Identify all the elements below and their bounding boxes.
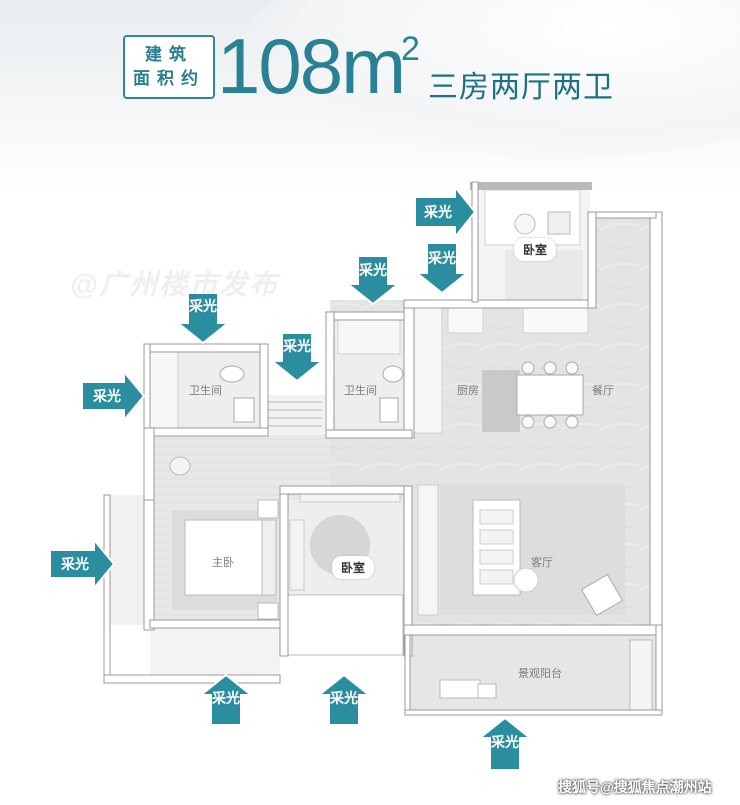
arrow-down-2	[414, 242, 470, 295]
dining-table	[516, 361, 584, 429]
watermark-top: @广州楼市发布	[70, 269, 280, 300]
daylight-label-4: 采光	[283, 338, 311, 354]
bathroom-mid	[335, 315, 405, 435]
daylight-label-7: 采光	[61, 556, 89, 572]
bedroom-mid	[287, 489, 404, 656]
daylight-label-2: 采光	[428, 250, 456, 266]
layout-name: 三房两厅两卫	[428, 71, 614, 104]
daylight-label-10: 采光	[491, 734, 519, 750]
arrow-up-2	[316, 673, 372, 726]
arrow-up-1	[198, 673, 254, 726]
room-label-bathroom-left: 卫生间	[189, 385, 222, 397]
watermark-bottom: 搜狐号@搜狐焦点潮州站	[558, 779, 712, 795]
daylight-label-5: 采光	[424, 204, 452, 220]
bathroom-left	[147, 346, 263, 433]
daylight-label-6: 采光	[93, 388, 121, 404]
room-label-bedroom-mid: 卧室	[332, 556, 375, 579]
master-bedroom	[169, 456, 279, 620]
daylight-arrows	[49, 184, 533, 771]
area-badge: 建筑 面积约	[123, 35, 215, 99]
badge-line-1: 建筑	[145, 45, 193, 64]
daylight-label-8: 采光	[212, 690, 240, 706]
stair-area	[265, 395, 325, 435]
room-label-bedroom-top: 卧室	[514, 238, 557, 261]
badge-line-2: 面积约	[133, 69, 205, 88]
area-value: 108m	[217, 22, 406, 110]
daylight-label-9: 采光	[330, 690, 358, 706]
daylight-label-3: 采光	[189, 298, 217, 314]
arrow-right-3	[49, 537, 116, 591]
area-superscript: 2	[401, 30, 420, 68]
walls	[103, 181, 663, 716]
daylight-label-1: 采光	[359, 262, 387, 278]
room-label-living: 客厅	[531, 557, 553, 569]
arrow-up-3	[477, 716, 533, 771]
room-label-dining: 餐厅	[592, 385, 614, 397]
bedroom-top	[470, 182, 592, 300]
room-label-kitchen: 厨房	[457, 385, 479, 397]
arrow-down-1	[345, 255, 401, 306]
room-label-balcony: 景观阳台	[518, 668, 562, 680]
arrow-right-1	[414, 184, 477, 240]
arrow-right-2	[81, 369, 146, 423]
living-room	[417, 484, 625, 617]
kitchen	[411, 307, 589, 434]
room-label-bathroom-mid: 卫生间	[344, 385, 377, 397]
header-background	[0, 0, 740, 190]
balcony	[439, 639, 653, 713]
room-label-master: 主卧	[212, 557, 234, 569]
arrow-down-4	[269, 332, 325, 383]
arrow-down-3	[175, 292, 231, 345]
